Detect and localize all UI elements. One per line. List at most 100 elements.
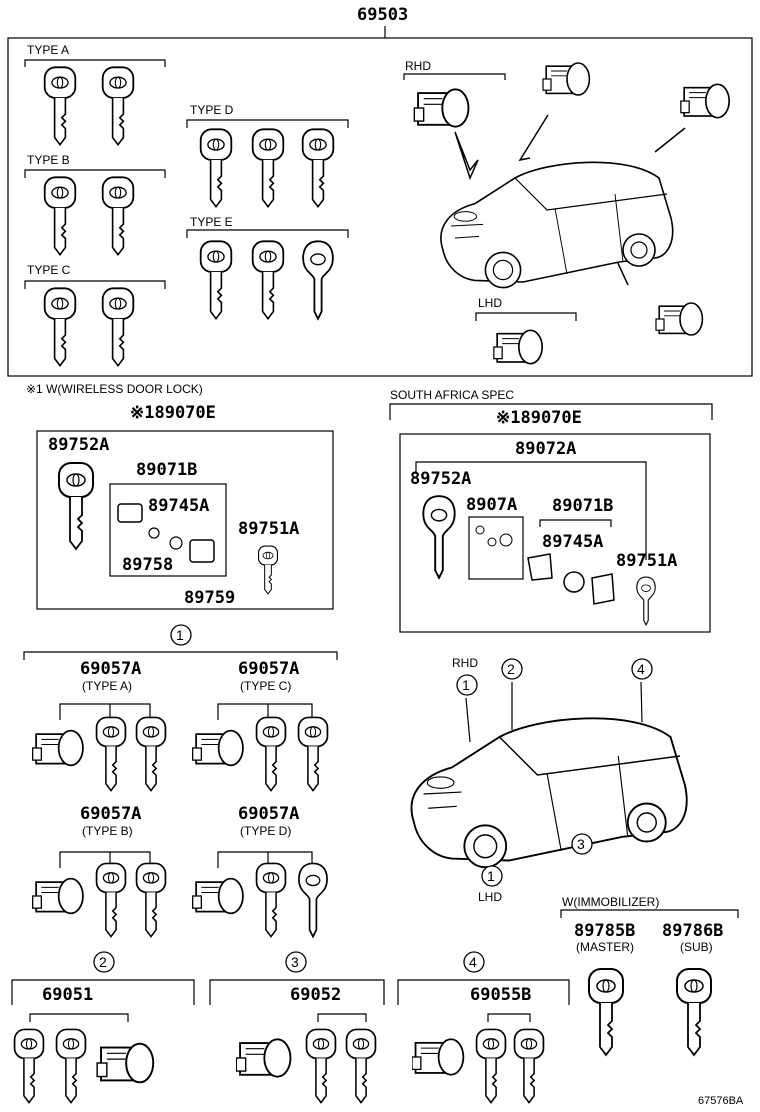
key-icon	[344, 1024, 378, 1108]
fob-key-icon	[420, 492, 458, 582]
type-b-label: TYPE B	[27, 153, 70, 167]
lock-cylinder-icon	[192, 722, 254, 774]
type-d-key-icon	[300, 124, 336, 212]
lock-cylinder-icon	[32, 722, 94, 774]
type-e-key-icon	[198, 236, 234, 324]
circle-marker-1	[456, 674, 478, 696]
transmitter-icon	[250, 545, 286, 595]
part-69055b: 69055B	[470, 985, 532, 1005]
cyl-set-d-part: 69057A	[238, 804, 300, 824]
cyl-set-d-type: (TYPE D)	[240, 824, 292, 838]
circle-marker-2	[93, 951, 115, 973]
lhd-label: LHD	[478, 296, 503, 310]
part-69052: 69052	[290, 985, 342, 1005]
key-icon	[94, 858, 128, 942]
right-case-set-part: 89071B	[552, 496, 614, 516]
case-parts-icon	[475, 525, 615, 605]
circle-marker-4	[463, 951, 485, 973]
lock-cylinder-icon	[192, 870, 254, 922]
key-icon	[134, 712, 168, 796]
type-d-key-icon	[250, 124, 286, 212]
type-b-key-icon	[42, 172, 78, 260]
circle-marker-1	[170, 624, 192, 646]
key-icon	[512, 1024, 546, 1108]
type-e-label: TYPE E	[190, 215, 233, 229]
case-parts-icon	[117, 503, 215, 563]
fob-key-icon	[296, 858, 330, 942]
vehicle-illustration	[395, 130, 715, 290]
master-key-icon	[586, 966, 626, 1058]
type-a-label: TYPE A	[27, 43, 70, 57]
type-b-key-icon	[100, 172, 136, 260]
bottom-marker-2-label: 2	[99, 954, 107, 970]
lock-cylinder-icon	[32, 870, 94, 922]
car2-marker-1b-label: 1	[487, 868, 495, 884]
part-number-69503: 69503	[357, 5, 409, 25]
cyl-set-c-part: 69057A	[238, 659, 300, 679]
sub-key-part: 89786B	[662, 921, 724, 941]
key-icon	[12, 1024, 46, 1108]
circle-marker-3	[285, 951, 307, 973]
right-transmitter-part: 89751A	[616, 551, 678, 571]
type-a-key-icon	[42, 62, 78, 150]
type-e-fob-key-icon	[300, 236, 336, 324]
left-screw-part: 89759	[184, 588, 236, 608]
car2-marker-3-label: 3	[577, 836, 585, 852]
sub-key-label: (SUB)	[680, 940, 713, 954]
key-icon	[296, 712, 330, 796]
set-part-left: ※189070E	[130, 403, 216, 423]
lock-cylinder-icon	[655, 295, 713, 343]
lock-cylinder-icon	[680, 76, 740, 126]
type-d-key-icon	[198, 124, 234, 212]
car2-marker-2-label: 2	[507, 661, 515, 677]
vehicle-illustration	[392, 680, 702, 870]
cyl-set-b-part: 69057A	[80, 804, 142, 824]
circle-marker-4	[631, 658, 653, 680]
right-assy-part: 89072A	[515, 439, 577, 459]
type-c-key-icon	[42, 283, 78, 371]
right-board-part: 8907A	[466, 495, 518, 515]
circle-marker-3	[571, 833, 593, 855]
type-c-key-icon	[100, 283, 136, 371]
lock-cylinder-icon	[412, 80, 482, 136]
type-e-key-icon	[250, 236, 286, 324]
circle-marker-1	[481, 865, 503, 887]
key-icon	[94, 712, 128, 796]
bottom-marker-4-label: 4	[469, 954, 477, 970]
left-case-part: 89745A	[148, 496, 210, 516]
transmitter-icon	[626, 576, 666, 626]
left-transmitter-part: 89751A	[238, 519, 300, 539]
lock-cylinder-icon	[96, 1034, 166, 1092]
south-africa-label: SOUTH AFRICA SPEC	[390, 388, 515, 402]
rhd-label: RHD	[405, 59, 431, 73]
lock-cylinder-icon	[542, 55, 600, 103]
left-key-part: 89752A	[48, 435, 110, 455]
key-icon	[304, 1024, 338, 1108]
cyl-set-a-type: (TYPE A)	[82, 679, 133, 693]
key-icon	[134, 858, 168, 942]
key-icon	[254, 712, 288, 796]
wireless-note: ※1 W(WIRELESS DOOR LOCK)	[26, 382, 203, 396]
circle-marker-1-label: 1	[176, 627, 184, 643]
car2-rhd-label: RHD	[452, 656, 478, 670]
type-c-label: TYPE C	[27, 263, 71, 277]
diagram-id: 67576BA	[698, 1095, 744, 1107]
sub-key-icon	[674, 966, 714, 1058]
bottom-marker-3-label: 3	[291, 954, 299, 970]
set-part-right: ※189070E	[496, 408, 582, 428]
car2-lhd-label: LHD	[478, 890, 503, 904]
car2-marker-4-label: 4	[637, 661, 645, 677]
left-case-set-part: 89071B	[136, 460, 198, 480]
key-icon	[254, 858, 288, 942]
master-key-label: (MASTER)	[576, 940, 634, 954]
master-key-part: 89785B	[574, 921, 636, 941]
type-a-key-icon	[100, 62, 136, 150]
right-case-part: 89745A	[542, 532, 604, 552]
wireless-key-icon	[56, 460, 96, 552]
right-key-part: 89752A	[410, 469, 472, 489]
cyl-set-c-type: (TYPE C)	[240, 679, 292, 693]
circle-marker-2	[501, 658, 523, 680]
part-69051: 69051	[42, 985, 94, 1005]
cyl-set-a-part: 69057A	[80, 659, 142, 679]
